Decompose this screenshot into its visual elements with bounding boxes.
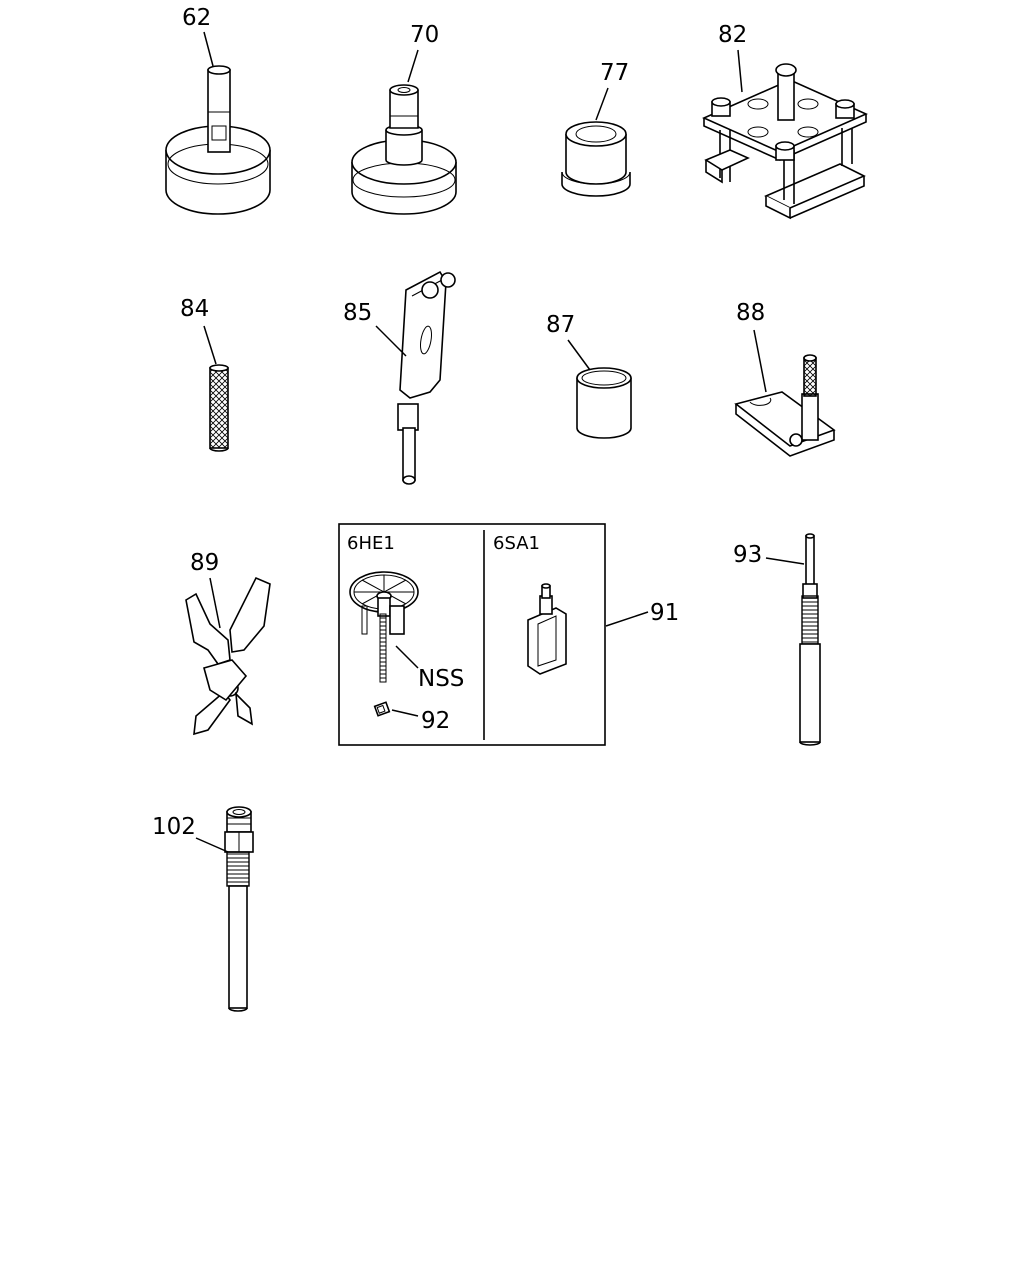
part-62-leader [203,31,214,67]
6he1-assembly-drawing [349,571,419,683]
part-88-label: 88 [736,300,765,326]
part-91-leader [605,611,649,627]
part-93-leader [765,557,805,565]
part-102-leader [195,837,229,853]
part-92-label: 92 [421,708,450,734]
part-89-label: 89 [190,550,219,576]
nss-label: NSS [418,666,464,692]
part-85-label: 85 [343,300,372,326]
part-92-leader [391,709,419,717]
part-87-drawing [576,367,632,439]
6sa1-assembly-drawing [527,583,567,675]
part-77-drawing [561,121,631,197]
part-84-leader [203,325,217,365]
part-70-label: 70 [410,22,439,48]
part-91-label: 91 [650,600,679,626]
part-88-drawing [734,354,836,457]
part-77-label: 77 [600,60,629,86]
part-70-drawing [351,84,457,215]
part-92-drawing [373,701,391,717]
box-left-title: 6HE1 [347,533,395,554]
part-85-drawing [397,270,456,485]
nss-leader [395,645,419,669]
part-62-drawing [165,65,271,215]
part-93-drawing [799,533,821,746]
part-89-leader [209,577,221,629]
part-84-drawing [209,364,229,452]
box-right-title: 6SA1 [493,533,540,554]
part-70-leader [407,49,419,83]
part-87-leader [567,339,591,371]
part-82-drawing [702,63,868,220]
part-88-leader [753,329,767,393]
variant-box [338,523,606,746]
part-93-label: 93 [733,542,762,568]
part-85-leader [375,325,407,357]
part-87-label: 87 [546,312,575,338]
part-84-label: 84 [180,296,209,322]
part-102-label: 102 [152,814,196,840]
part-82-leader [737,49,743,93]
part-82-label: 82 [718,22,747,48]
part-102-drawing [224,806,254,1012]
part-77-leader [595,87,609,121]
part-62-label: 62 [182,5,211,31]
part-89-drawing [185,576,271,736]
